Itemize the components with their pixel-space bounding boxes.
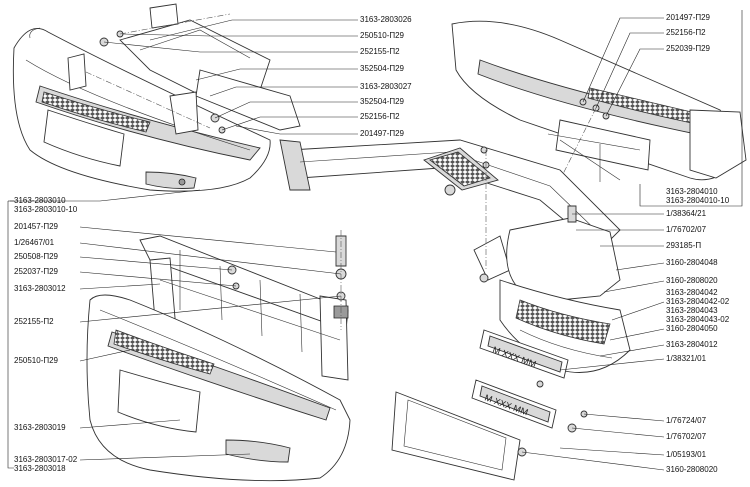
part-number-label: 1/76702/07 — [666, 432, 707, 441]
part-number-label: 3163-2803012 — [14, 284, 66, 293]
assembly-label: 3163-2803010 3163-2803010-10 — [14, 196, 78, 214]
part-number-label: 3160-2804050 — [666, 324, 718, 333]
part-number-label: 3163-2803027 — [360, 82, 412, 91]
part-number-label: 252156-П2 — [360, 112, 400, 121]
front-licence-plate — [391, 379, 557, 481]
rear-bumper-top — [451, 20, 747, 182]
part-number-label: 3160-2808020 — [666, 465, 718, 474]
leaders-left — [10, 189, 342, 461]
part-number-label: 3160-2804048 — [666, 258, 718, 267]
assembly-label: 3163-2803017-02 3163-2803018 — [14, 455, 78, 473]
reinforcement-beam — [279, 139, 621, 283]
part-number-label: 252039-П29 — [666, 44, 711, 53]
part-number-label: 201457-П29 — [14, 222, 59, 231]
part-number-label: 293185-П — [666, 241, 702, 250]
rear-licence-plate — [479, 329, 569, 379]
part-number-group: 3163-2804042 3163-2804042-02 3163-280404… — [666, 288, 730, 324]
part-number-label: 250508-П29 — [14, 252, 59, 261]
part-number-label: 252155-П2 — [360, 47, 400, 56]
front-bumper-bottom — [86, 294, 351, 482]
part-number-label: 252156-П2 — [666, 28, 706, 37]
part-number-label: 1/26467/01 — [14, 238, 55, 247]
part-number-label: 1/76724/07 — [666, 416, 707, 425]
part-number-label: 201497-П29 — [360, 129, 405, 138]
group-bracket-left — [7, 201, 14, 469]
part-number-label: 201497-П29 — [666, 13, 711, 22]
part-number-label: 3163-2804012 — [666, 340, 718, 349]
part-number-label: 250510-П29 — [360, 31, 405, 40]
part-number-label: 1/76702/07 — [666, 225, 707, 234]
group-bracket-right — [639, 10, 743, 207]
part-number-label: 3163-2803026 — [360, 15, 412, 24]
leaders-right — [521, 213, 665, 471]
part-number-label: 1/05193/01 — [666, 450, 707, 459]
plate-screw — [536, 380, 544, 388]
part-number-label: 352504-П29 — [360, 64, 405, 73]
part-number-label: 1/38364/21 — [666, 209, 707, 218]
part-number-label: 1/38321/01 — [666, 354, 707, 363]
part-number-label: 252155-П2 — [14, 317, 54, 326]
front-mount-brackets — [67, 3, 301, 135]
front-frame-bracket — [139, 230, 349, 381]
part-number-label: 3163-2803019 — [14, 423, 66, 432]
assembly-label: 3163-2804010 3163-2804010-10 — [666, 187, 730, 205]
part-number-label: 250510-П29 — [14, 356, 59, 365]
leaders-top-middle — [103, 19, 358, 135]
part-number-label: 3160-2808020 — [666, 276, 718, 285]
part-number-label: 252037-П29 — [14, 267, 59, 276]
leaders-top-right — [582, 17, 664, 117]
part-number-label: 352504-П29 — [360, 97, 405, 106]
